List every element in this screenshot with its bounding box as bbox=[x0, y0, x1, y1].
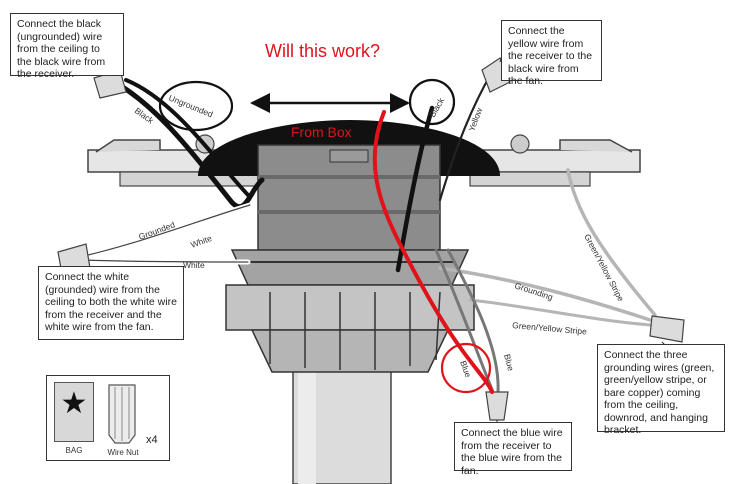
red-annotations: Will this work? From Box bbox=[265, 41, 494, 394]
red-wire bbox=[372, 110, 494, 394]
from-box-label: From Box bbox=[291, 124, 352, 140]
label-grounded: Grounded bbox=[137, 219, 176, 241]
label-yellow: Yellow bbox=[466, 106, 484, 133]
callout-black-wire: Connect the black (ungrounded) wire from… bbox=[10, 13, 124, 80]
callout-grounding-wires: Connect the three grounding wires (green… bbox=[597, 344, 725, 436]
blue-wire-circle bbox=[440, 342, 492, 394]
label-blue-2: Blue bbox=[502, 353, 516, 372]
star-icon: ★ bbox=[60, 386, 88, 421]
black-annotations bbox=[158, 78, 456, 132]
label-green-yellow-stripe-right: Green/Yellow Stripe bbox=[582, 232, 626, 303]
mounting-bracket bbox=[87, 134, 641, 187]
downrod bbox=[292, 367, 392, 484]
wires bbox=[81, 70, 657, 394]
bag-label: BAG bbox=[65, 446, 83, 455]
wire-nut-icon bbox=[108, 384, 136, 444]
callout-yellow-wire: Connect the yellow wire from the receive… bbox=[501, 20, 602, 87]
label-green-yellow-stripe-lower: Green/Yellow Stripe bbox=[512, 320, 588, 337]
black-wire-circle bbox=[408, 78, 456, 126]
question-text: Will this work? bbox=[265, 41, 380, 61]
callout-blue-wire: Connect the blue wire from the receiver … bbox=[454, 422, 572, 477]
wire-nut-label: Wire Nut bbox=[107, 448, 139, 457]
label-white-1: White bbox=[189, 233, 213, 250]
callout-white-wire: Connect the white (grounded) wire from t… bbox=[38, 266, 184, 340]
quantity-label: x4 bbox=[146, 434, 158, 446]
bag-icon bbox=[54, 382, 94, 442]
ungrounded-circle bbox=[158, 80, 234, 132]
label-white-2: White bbox=[183, 260, 205, 270]
label-grounding: Grounding bbox=[513, 280, 554, 302]
label-black-right: Black bbox=[427, 95, 446, 119]
motor-housing bbox=[225, 144, 475, 373]
parts-box: ★ BAG Wire Nut x4 bbox=[46, 375, 170, 461]
